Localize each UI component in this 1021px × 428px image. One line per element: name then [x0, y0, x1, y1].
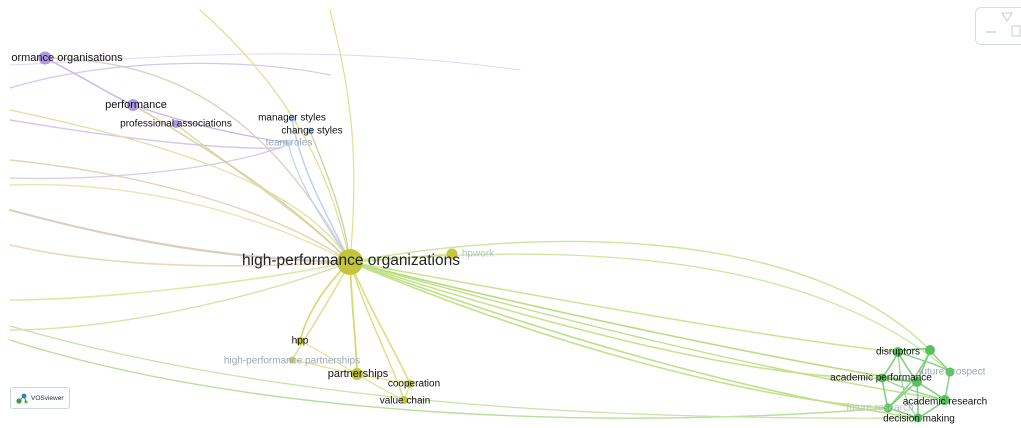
link-edge — [349, 261, 918, 383]
link-edge — [132, 104, 289, 144]
node-value-chain — [400, 396, 408, 404]
link-edge — [291, 117, 351, 263]
label-partnerships[interactable]: partnerships — [327, 368, 389, 380]
vosviewer-logo: VOSviewer — [10, 387, 70, 409]
node-future-prospect — [945, 367, 955, 377]
link-edge — [9, 261, 351, 301]
node-change-styles — [306, 127, 314, 135]
label-high-performance-partnerships[interactable]: high-performance partnerships — [223, 355, 361, 367]
link-edge — [9, 159, 351, 263]
link-edge — [9, 339, 889, 419]
link-edge — [349, 253, 951, 373]
label-professional-associations[interactable]: professional associations — [120, 118, 232, 130]
link-edge — [299, 261, 351, 342]
node-academic-performance-b — [912, 377, 922, 387]
node-manager-styles — [288, 114, 296, 122]
link-edge — [9, 261, 351, 331]
link-edge — [897, 351, 919, 419]
vosviewer-logo-icon — [16, 393, 28, 404]
node-high-performance-organizations — [337, 249, 363, 275]
label-hpwork[interactable]: hpwork — [461, 248, 495, 260]
label-future-research[interactable]: future research — [846, 402, 914, 414]
link-edge — [349, 261, 946, 401]
node-hpp — [296, 337, 304, 345]
node-high-performance-partnerships — [288, 356, 296, 364]
link-edge — [309, 130, 351, 263]
label-team-roles[interactable]: team roles — [265, 137, 313, 149]
link-edge — [8, 208, 352, 264]
label-high-performance-organizations[interactable]: high-performance organizations — [242, 252, 460, 269]
link-edge — [9, 183, 351, 263]
node-academic-research — [940, 395, 950, 405]
label-performance[interactable]: performance — [105, 99, 167, 111]
link-edge — [349, 240, 931, 351]
logo-text: VOSviewer — [31, 394, 64, 402]
node-academic-performance — [877, 373, 887, 383]
node-high-performance-organisations — [38, 51, 52, 65]
link-edge — [9, 62, 331, 89]
link-edge — [9, 244, 351, 267]
link-edge — [9, 119, 281, 149]
label-disruptors[interactable]: disruptors — [876, 346, 920, 358]
label-value-chain[interactable]: value chain — [379, 395, 431, 407]
link-edge — [291, 261, 351, 361]
link-edge — [9, 145, 286, 180]
link-edge — [44, 57, 134, 106]
link-edge — [175, 123, 351, 263]
link-edge — [349, 261, 899, 353]
link-edge — [9, 325, 919, 419]
label-high-performance-organisations[interactable]: ormance organisations — [11, 52, 123, 64]
node-performance — [127, 99, 139, 111]
node-cooperation — [406, 380, 414, 388]
node-disruptors — [893, 347, 903, 357]
link-edge — [349, 261, 411, 385]
link-edge — [349, 261, 358, 375]
node-partnerships — [351, 368, 363, 380]
link-edge — [9, 109, 351, 263]
link-edge — [349, 261, 405, 401]
label-future-prospect[interactable]: future prospect — [918, 366, 986, 378]
label-change-styles[interactable]: change styles — [281, 125, 343, 137]
link-edge — [199, 9, 351, 263]
node-hpwork — [446, 248, 458, 260]
link-edge — [329, 9, 355, 263]
view-controls-icon[interactable] — [976, 8, 1021, 44]
node-future-prospect-hub — [925, 345, 935, 355]
label-hpp[interactable]: hpp — [291, 335, 309, 347]
node-professional-associations — [172, 120, 180, 128]
label-decision-making[interactable]: decision making — [883, 413, 955, 425]
node-future-research — [883, 403, 893, 413]
node-decision-making — [913, 413, 923, 423]
link-edge — [349, 261, 919, 419]
link-edge — [9, 53, 521, 71]
label-academic-performance[interactable]: academic performance — [830, 372, 932, 384]
view-controls-panel[interactable] — [975, 7, 1021, 45]
node-team-roles — [284, 139, 292, 147]
label-manager-styles[interactable]: manager styles — [258, 112, 326, 124]
label-academic-research[interactable]: academic research — [902, 396, 988, 408]
link-edge — [349, 261, 883, 379]
label-cooperation[interactable]: cooperation — [387, 378, 441, 390]
